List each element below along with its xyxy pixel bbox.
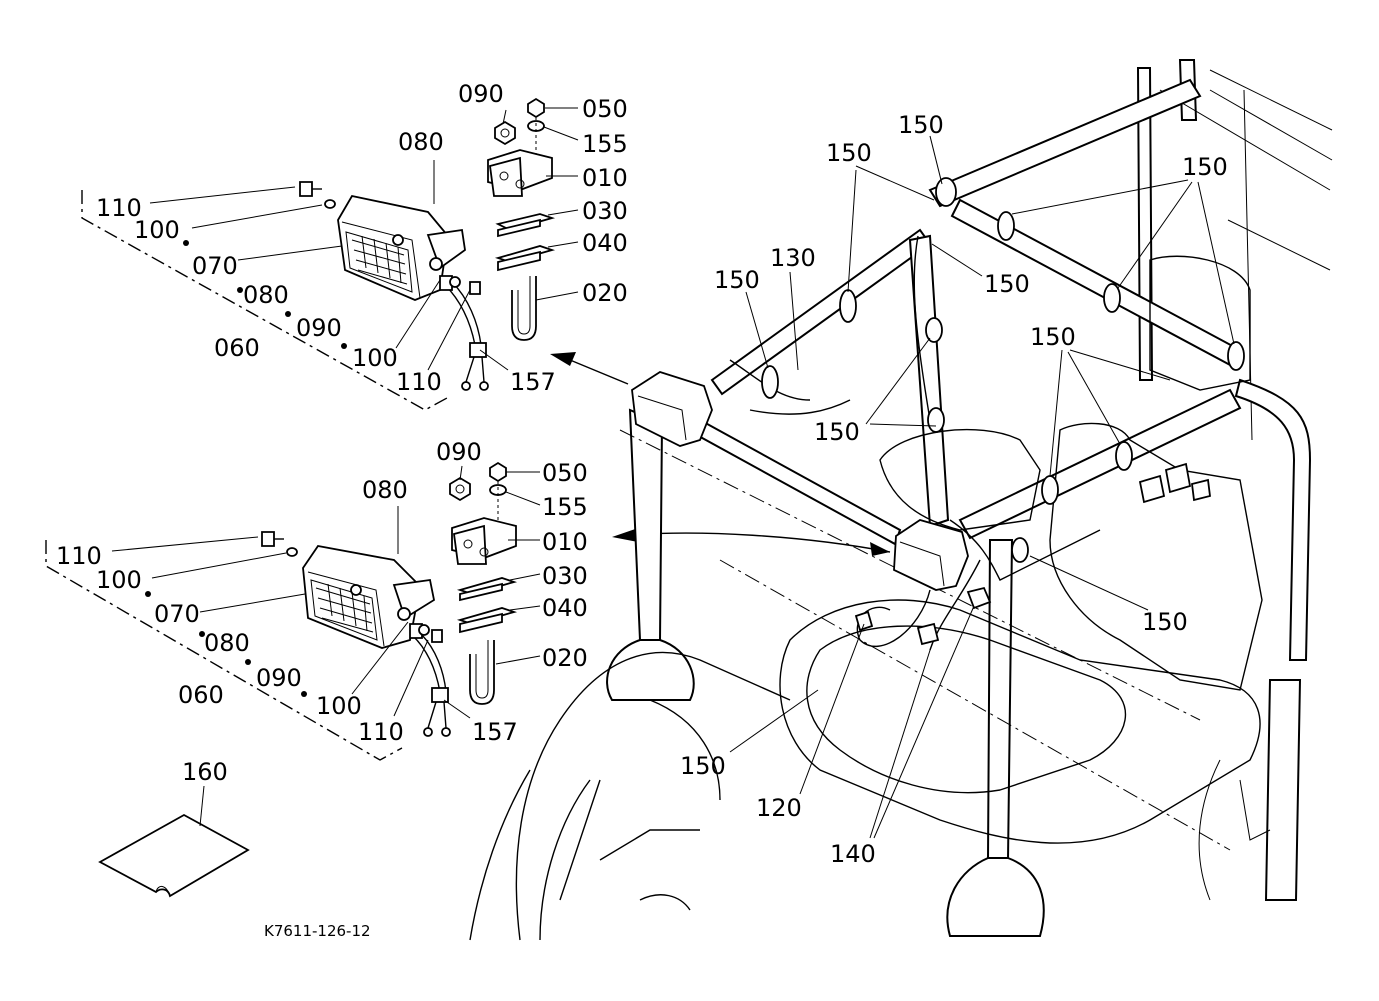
- mounted-lamp-rear: [893, 519, 969, 591]
- label-lower-060: 060: [178, 681, 224, 709]
- instruction-sheet-160: [98, 813, 250, 898]
- label-120: 120: [756, 794, 802, 822]
- lower-bolt-110: [261, 531, 275, 547]
- label-lower-157: 157: [472, 718, 518, 746]
- arrow-to-upper-lamp: [550, 352, 576, 366]
- label-150-top: 150: [898, 111, 944, 139]
- vehicle-rops: 150 150 150 130 150 150 150 150 150 150 …: [469, 59, 1333, 941]
- label-150-b: 150: [1182, 153, 1228, 181]
- rops-rear-crossbar: [958, 388, 1242, 540]
- upper-lamp-assembly: 090 050 155 080 010 110 100 030 040 070 …: [81, 80, 628, 411]
- lower-u-bolt-020: [469, 640, 495, 705]
- label-lower-090: 090: [436, 438, 482, 466]
- rops-top-crossbar: [928, 78, 1202, 208]
- mounted-lamp-front: [631, 371, 713, 447]
- clamp-150-a: [839, 289, 857, 323]
- label-150-g: 150: [1142, 608, 1188, 636]
- label-upper-010: 010: [582, 164, 628, 192]
- label-150-f: 150: [814, 418, 860, 446]
- callout-arrows: [550, 352, 891, 556]
- label-upper-155: 155: [582, 130, 628, 158]
- arrow-to-lower-lamp: [612, 528, 638, 542]
- label-150-e: 150: [1030, 323, 1076, 351]
- label-lower-020: 020: [542, 644, 588, 672]
- upper-nut-090: [494, 120, 516, 146]
- upper-nut-050: [527, 97, 545, 119]
- label-upper-080: 080: [398, 128, 444, 156]
- lower-lamp-cable: [411, 634, 441, 693]
- label-150-a: 150: [826, 139, 872, 167]
- rops-front-crossbar: [693, 418, 902, 546]
- label-upper-157: 157: [510, 368, 556, 396]
- label-lower-100: 100: [96, 566, 142, 594]
- label-upper-050: 050: [582, 95, 628, 123]
- label-upper-020: 020: [582, 279, 628, 307]
- vehicle-seat-back: [1049, 422, 1263, 691]
- rops-center-pillar: [908, 234, 950, 528]
- label-160: 160: [182, 758, 228, 786]
- label-lower-070: 070: [154, 600, 200, 628]
- label-upper-060: 060: [214, 334, 260, 362]
- label-upper-110b: 110: [396, 368, 442, 396]
- manual-sheet: 160: [98, 758, 250, 898]
- label-130: 130: [770, 244, 816, 272]
- upper-assembly-boundary: [81, 190, 448, 411]
- label-lower-050: 050: [542, 459, 588, 487]
- label-lower-040: 040: [542, 594, 588, 622]
- label-upper-100: 100: [134, 216, 180, 244]
- rops-left-front-pillar: [628, 408, 664, 641]
- lower-nut-090: [449, 476, 471, 502]
- label-upper-080b: 080: [243, 281, 289, 309]
- label-lower-080: 080: [362, 476, 408, 504]
- label-150-d: 150: [984, 270, 1030, 298]
- label-upper-090b: 090: [296, 314, 342, 342]
- label-lower-110: 110: [56, 542, 102, 570]
- rops-right-rear-pillar: [1234, 378, 1312, 661]
- upper-lamp-lens: [345, 231, 413, 293]
- lower-washer-100: [286, 547, 298, 557]
- label-lower-010: 010: [542, 528, 588, 556]
- upper-washer-100: [324, 199, 336, 209]
- rops-right-front-pillar: [986, 539, 1014, 861]
- label-lower-100b: 100: [316, 692, 362, 720]
- label-140: 140: [830, 840, 876, 868]
- label-150-h: 150: [680, 752, 726, 780]
- lower-nut-050: [489, 461, 507, 483]
- label-lower-110b: 110: [358, 718, 404, 746]
- label-upper-030: 030: [582, 197, 628, 225]
- label-150-c: 150: [714, 266, 760, 294]
- label-upper-090: 090: [458, 80, 504, 108]
- lower-lamp-assembly: 090 050 155 080 010 110 100 030 070 040 …: [45, 438, 588, 761]
- label-lower-090b: 090: [256, 664, 302, 692]
- upper-u-bolt-020: [511, 276, 537, 341]
- lower-assembly-boundary: [45, 540, 403, 761]
- label-upper-100b: 100: [352, 344, 398, 372]
- vehicle-hood: [515, 651, 791, 941]
- label-lower-155: 155: [542, 493, 588, 521]
- label-upper-110: 110: [96, 194, 142, 222]
- label-lower-030: 030: [542, 562, 588, 590]
- plug-120: [854, 610, 874, 632]
- figure-code: K7611-126-12: [264, 922, 371, 940]
- upper-bolt-110: [299, 181, 313, 197]
- switch-140-a: [966, 586, 992, 610]
- switch-140-b: [916, 622, 940, 646]
- label-lower-080b: 080: [204, 629, 250, 657]
- label-upper-040: 040: [582, 229, 628, 257]
- label-upper-070: 070: [192, 252, 238, 280]
- vehicle-seat-bench: [779, 599, 1261, 844]
